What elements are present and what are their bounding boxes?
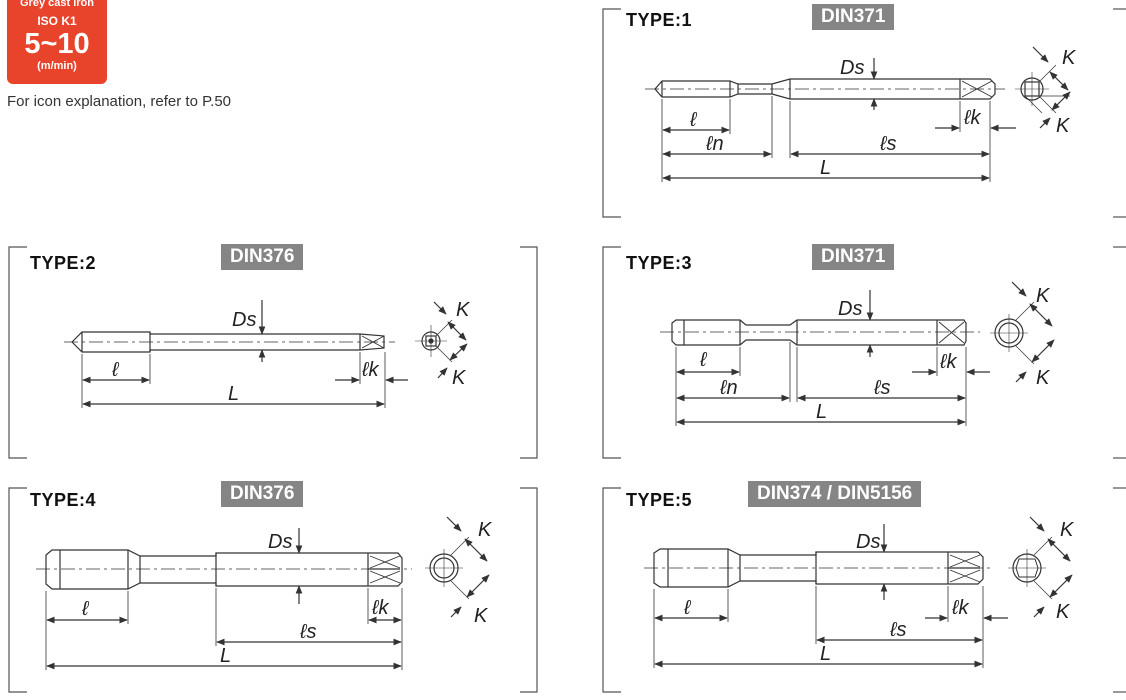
type-3-drawing: [660, 281, 1055, 426]
t1-ls-label: ℓs: [879, 133, 896, 155]
t3-ls-label: ℓs: [873, 377, 890, 399]
t4-L-label: L: [220, 645, 231, 667]
t4-lk-label: ℓk: [371, 597, 389, 619]
t1-k-top: K: [1062, 47, 1077, 69]
t5-ds-label: Ds: [856, 531, 880, 553]
t3-k-top: K: [1036, 285, 1051, 307]
type-4-din-tag: DIN376: [221, 481, 304, 507]
t3-L-label: L: [816, 401, 827, 423]
t1-lk-label: ℓk: [963, 107, 981, 129]
type-5-drawing: [644, 516, 1073, 668]
t5-l-label: ℓ: [683, 597, 692, 619]
t5-lk-label: ℓk: [951, 597, 969, 619]
type-1-din-tag: DIN371: [812, 4, 895, 30]
type-4-label: TYPE:4: [30, 490, 97, 510]
t3-k-bottom: K: [1036, 367, 1051, 389]
t4-ls-label: ℓs: [299, 621, 316, 643]
t4-k-bottom: K: [474, 605, 489, 627]
t1-ds-label: Ds: [840, 57, 864, 79]
badge-unit: (m/min): [37, 60, 77, 72]
t2-L-label: L: [228, 383, 239, 405]
type-2-din-tag: DIN376: [221, 244, 304, 270]
t5-ls-label: ℓs: [889, 619, 906, 641]
t4-l-label: ℓ: [81, 598, 90, 620]
type-4-drawing: [36, 516, 490, 670]
t5-k-top: K: [1060, 519, 1075, 541]
badge-iso: ISO K1: [37, 14, 77, 28]
type-3-label: TYPE:3: [626, 253, 693, 273]
t2-k-top: K: [456, 299, 471, 321]
t3-ln-label: ℓn: [719, 377, 738, 399]
t4-k-top: K: [478, 519, 493, 541]
badge-speed: 5~10: [24, 28, 90, 60]
t3-lk-label: ℓk: [939, 351, 957, 373]
t1-k-bottom: K: [1056, 115, 1071, 137]
badge-material: Grey cast iron: [20, 0, 94, 9]
t2-ds-label: Ds: [232, 309, 256, 331]
dimension-labels: Ds K K ℓ ℓn ℓs ℓk L Ds K K ℓ ℓk L Ds K K…: [81, 47, 1077, 667]
type-3-din-tag: DIN371: [812, 244, 895, 270]
t1-L-label: L: [820, 157, 831, 179]
frame-brackets: [8, 8, 1126, 693]
type-1-drawing: [645, 46, 1071, 182]
type-5-din-tag: DIN374 / DIN5156: [748, 481, 922, 507]
t5-k-bottom: K: [1056, 601, 1071, 623]
t2-lk-label: ℓk: [361, 359, 379, 381]
t3-l-label: ℓ: [699, 349, 708, 371]
type-1-label: TYPE:1: [626, 10, 693, 30]
t4-ds-label: Ds: [268, 531, 292, 553]
reference-note: For icon explanation, refer to P.50: [7, 93, 232, 110]
material-badge: Grey cast iron ISO K1 5~10 (m/min): [7, 0, 107, 84]
type-2-label: TYPE:2: [30, 253, 97, 273]
t5-L-label: L: [820, 643, 831, 665]
t2-l-label: ℓ: [111, 359, 120, 381]
type-5-label: TYPE:5: [626, 490, 693, 510]
t1-ln-label: ℓn: [705, 133, 724, 155]
t2-k-bottom: K: [452, 367, 467, 389]
t3-ds-label: Ds: [838, 298, 862, 320]
type-2-drawing: [64, 300, 468, 408]
t1-l-label: ℓ: [689, 109, 698, 131]
